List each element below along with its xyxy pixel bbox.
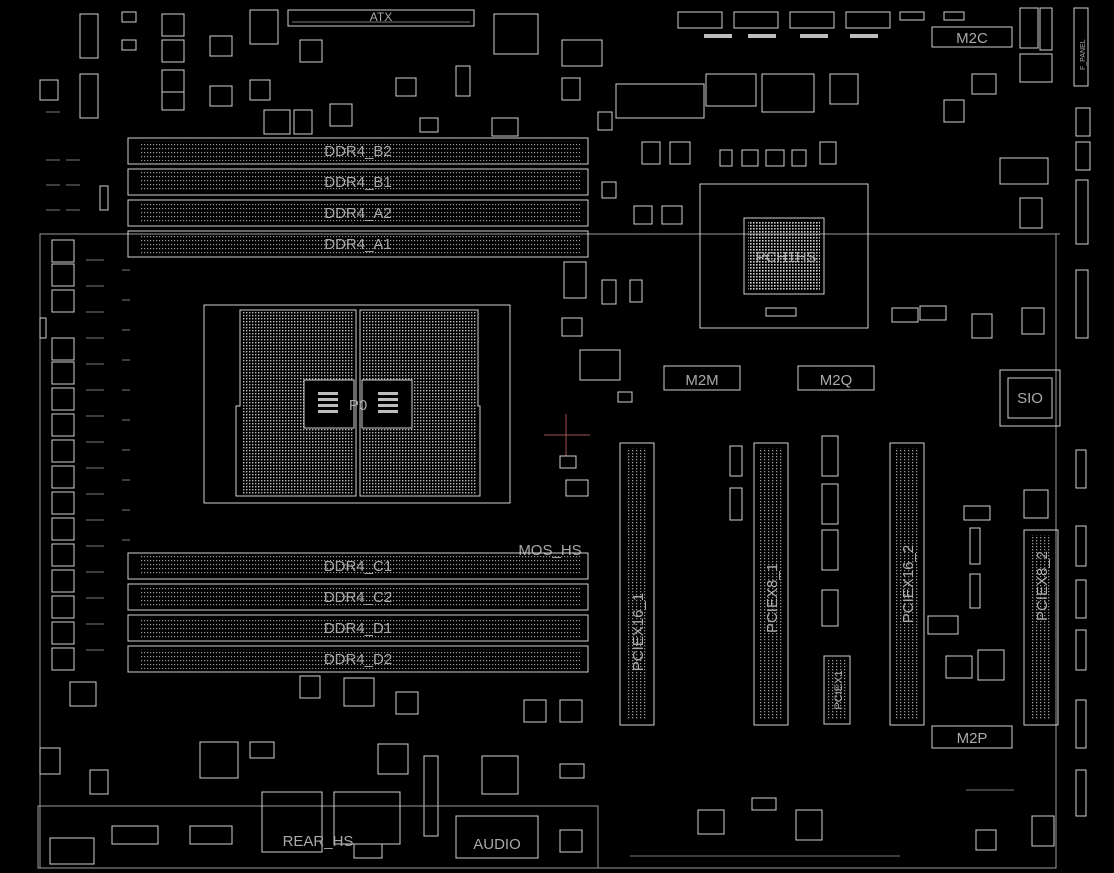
dimm-slot-d2: DDR4_D2 bbox=[127, 645, 589, 673]
ddr4-c2-label: DDR4_C2 bbox=[324, 589, 392, 606]
atx-connector: ATX bbox=[287, 9, 475, 27]
dimm-slot-b2: DDR4_B2 bbox=[127, 137, 589, 165]
pciex16-1-label: PCIEX16_1 bbox=[630, 593, 647, 671]
f-panel-label: F_PANEL bbox=[1080, 39, 1087, 70]
pch-chip: PCH1HS bbox=[699, 183, 869, 329]
slot-area-components bbox=[559, 435, 839, 627]
pciex16-2-label: PCIEX16_2 bbox=[900, 545, 917, 623]
pciex8-2-label: PCIEX8_2 bbox=[1034, 551, 1051, 621]
m2p-label: M2P bbox=[957, 730, 988, 747]
top-left-components bbox=[39, 9, 613, 211]
ddr4-b1-label: DDR4_B1 bbox=[324, 174, 392, 191]
pciex16-2-slot: PCIEX16_2 bbox=[889, 442, 925, 726]
dimm-slot-c1: DDR4_C1 bbox=[127, 552, 589, 580]
cpu-socket: P0 bbox=[203, 304, 511, 504]
pch-label: PCH1HS bbox=[756, 249, 817, 266]
rear-hs-label: REAR_HS bbox=[283, 833, 354, 850]
dimm-slot-a2: DDR4_A2 bbox=[127, 199, 589, 227]
pciex1-label: PCIEX1 bbox=[833, 670, 845, 709]
ddr4-c1-label: DDR4_C1 bbox=[324, 558, 392, 575]
audio-label: AUDIO bbox=[473, 836, 521, 853]
pciex8-1-slot: PCIEX8_1 bbox=[753, 442, 789, 726]
pciex8-1-label: PCIEX8_1 bbox=[764, 563, 781, 633]
rear-io-area: REAR_HS AUDIO bbox=[37, 791, 599, 869]
m2c-slot: M2C bbox=[931, 26, 1013, 48]
top-middle-components bbox=[561, 73, 859, 403]
dimm-slot-c2: DDR4_C2 bbox=[127, 583, 589, 611]
m2p-slot: M2P bbox=[931, 725, 1013, 749]
atx-label: ATX bbox=[370, 10, 392, 24]
p0-label: P0 bbox=[349, 397, 367, 414]
ddr4-d2-label: DDR4_D2 bbox=[324, 651, 392, 668]
top-fan-headers bbox=[677, 7, 1039, 49]
m2m-slot: M2M bbox=[663, 365, 741, 391]
vrm-column bbox=[39, 239, 130, 671]
ddr4-b2-label: DDR4_B2 bbox=[324, 143, 392, 160]
dimm-slot-b1: DDR4_B1 bbox=[127, 168, 589, 196]
pciex16-1-slot: PCIEX16_1 bbox=[619, 442, 655, 726]
pciex8-2-slot: PCIEX8_2 bbox=[1023, 529, 1059, 726]
ddr4-d1-label: DDR4_D1 bbox=[324, 620, 392, 637]
dimm-slot-a1: DDR4_A1 bbox=[127, 230, 589, 258]
m2c-label: M2C bbox=[956, 30, 988, 47]
bottom-right-components bbox=[630, 789, 1014, 857]
ddr4-a1-label: DDR4_A1 bbox=[324, 236, 392, 253]
dimm-slot-d1: DDR4_D1 bbox=[127, 614, 589, 642]
m2q-label: M2Q bbox=[820, 372, 853, 389]
f-panel-header: F_PANEL bbox=[1039, 7, 1089, 87]
sio-chip: SIO bbox=[999, 369, 1061, 427]
m2q-slot: M2Q bbox=[797, 365, 875, 391]
crosshair-marker bbox=[544, 414, 590, 456]
sio-label: SIO bbox=[1017, 390, 1043, 407]
pciex1-slot: PCIEX1 bbox=[823, 655, 851, 725]
m2m-label: M2M bbox=[685, 372, 718, 389]
mos-hs-label: MOS_HS bbox=[518, 542, 581, 559]
right-edge-components bbox=[891, 53, 1091, 847]
bottom-left-components bbox=[39, 675, 585, 853]
ddr4-a2-label: DDR4_A2 bbox=[324, 205, 392, 222]
